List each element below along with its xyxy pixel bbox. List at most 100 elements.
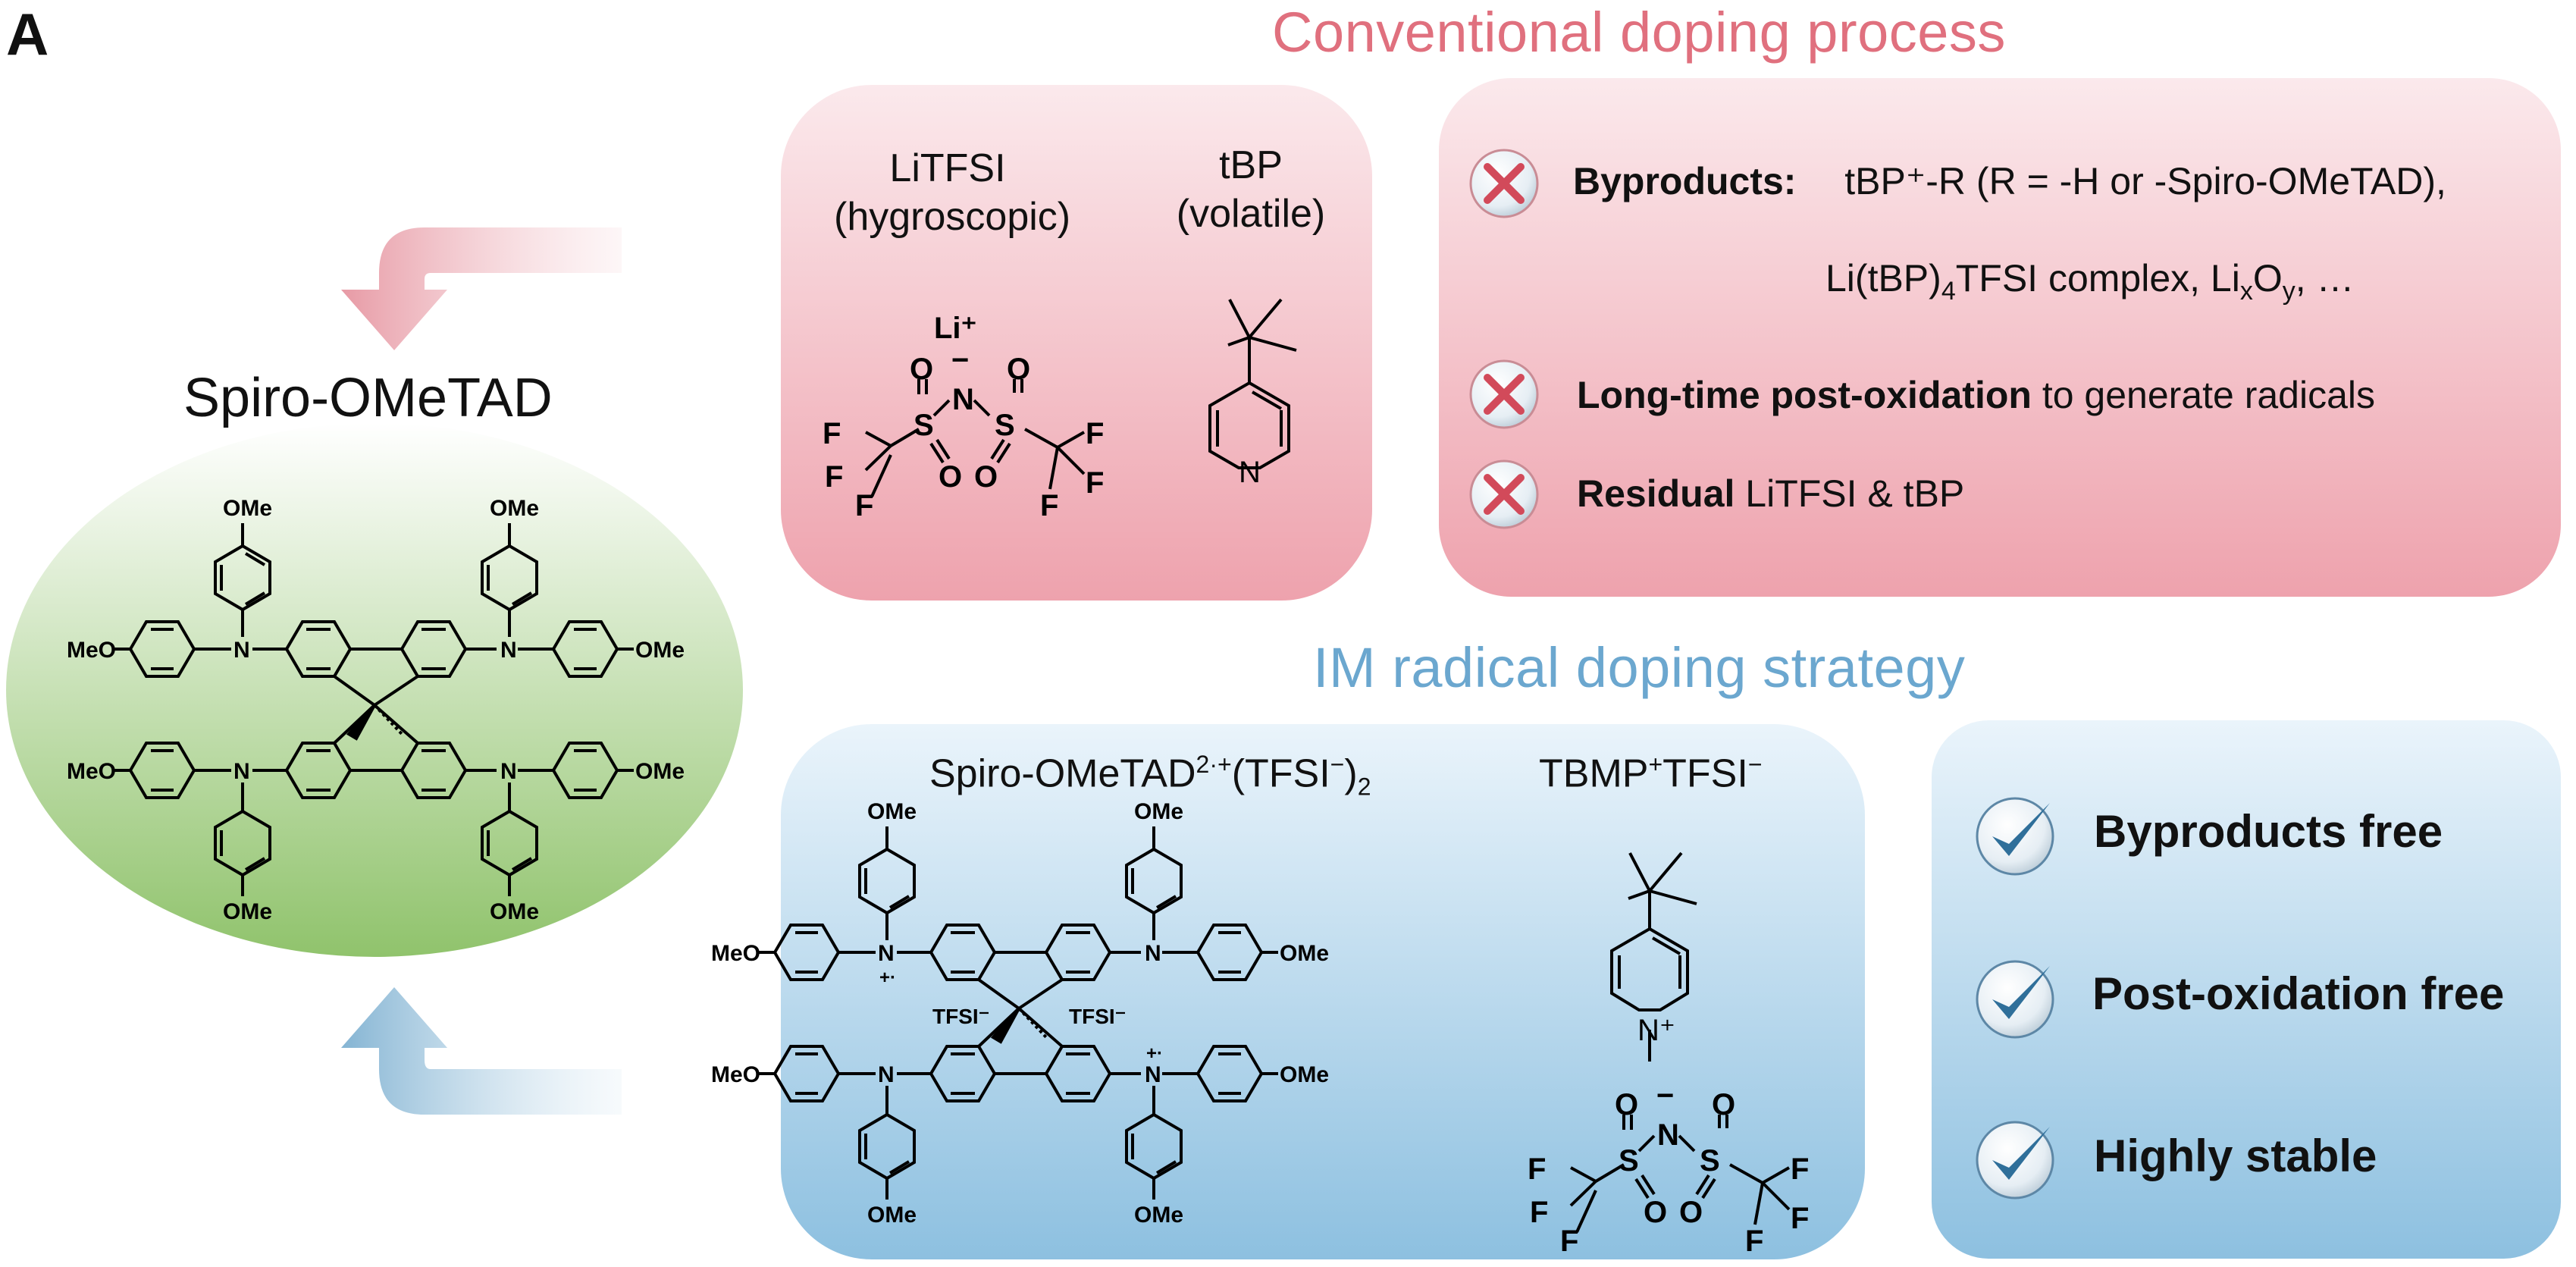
litfsi-o1: O: [910, 353, 933, 386]
litfsi-structure: [864, 379, 1086, 497]
spiro-title: Spiro-OMeTAD: [183, 368, 553, 428]
residual-rest: LiTFSI & tBP: [1735, 472, 1965, 515]
spiro-meo-left-top: MeO: [67, 638, 116, 663]
tbmp-tfsi-minus: −: [1656, 1079, 1674, 1112]
radical-ome-4: OMe: [1280, 1062, 1329, 1087]
tbmp-tfsi-structure: [1569, 1115, 1791, 1233]
post-oxidation-bold: Long-time post-oxidation: [1577, 374, 2032, 416]
radical-n-4: N: [1145, 1062, 1161, 1087]
byproducts-text2a: Li(tBP): [1825, 257, 1941, 300]
conventional-title: Conventional doping process: [1272, 1, 2006, 64]
byproducts-label: Byproducts:: [1573, 160, 1797, 202]
spiro-n-bl: N: [233, 759, 250, 784]
benefit-post-oxidation-free: Post-oxidation free: [2092, 968, 2505, 1019]
tbmp-tfsi-f6: F: [1745, 1225, 1763, 1258]
spiro-ome-right-bottom: OMe: [635, 759, 685, 784]
byproducts-end: , …: [2295, 257, 2355, 300]
tbp-structure: [1208, 298, 1297, 469]
litfsi-f5: F: [1086, 466, 1104, 500]
radical-label-tail: (TFSI: [1231, 751, 1330, 796]
cross-icon-residual: [1469, 459, 1539, 529]
litfsi-s2: S: [995, 409, 1015, 442]
radical-cation-mark-1: +·: [879, 967, 896, 988]
byproducts-line1: Byproducts: tBP⁺-R (R = -H or -Spiro-OMe…: [1573, 159, 2446, 203]
litfsi-f2: F: [825, 460, 843, 494]
tfsi-ion-right: TFSI⁻: [1069, 1005, 1126, 1028]
tbmp-tfsi-f5: F: [1791, 1202, 1809, 1235]
red-reagent-box: [781, 85, 1372, 601]
byproducts-text1: tBP⁺-R (R = -H or -Spiro-OMeTAD),: [1844, 160, 2446, 202]
radical-label-sub: 2: [1357, 773, 1371, 801]
litfsi-label: LiTFSI (hygroscopic): [834, 146, 1071, 240]
spiro-ellipse: [6, 423, 743, 957]
tbmp-tfsi-s2: S: [1700, 1144, 1720, 1178]
spiro-meo-left-bottom: MeO: [67, 759, 116, 784]
benefit-byproducts-free: Byproducts free: [2094, 806, 2443, 857]
spiro-ome-top-left: OMe: [223, 496, 272, 521]
tbmp-tfsi-o2: O: [1644, 1196, 1667, 1229]
im-strategy-title: IM radical doping strategy: [1313, 636, 1966, 699]
litfsi-cation: Li⁺: [934, 312, 977, 345]
residual-line: Residual LiTFSI & tBP: [1577, 472, 1964, 516]
litfsi-note: (hygroscopic): [834, 195, 1071, 239]
litfsi-o4: O: [974, 460, 998, 494]
residual-bold: Residual: [1577, 472, 1735, 515]
tbmp-label-mid: TFSI: [1662, 751, 1748, 796]
byproducts-o: O: [2252, 257, 2283, 300]
spiro-radical-structure: [758, 826, 1278, 1200]
tbmp-tfsi-n: N: [1657, 1118, 1679, 1152]
byproducts-text2b: TFSI complex, Li: [1955, 257, 2240, 300]
cross-icon-byproducts: [1469, 149, 1539, 218]
tbmp-tfsi-f2: F: [1530, 1196, 1548, 1229]
tbp-name: tBP: [1219, 143, 1283, 187]
radical-meo-2: MeO: [711, 1062, 760, 1087]
byproducts-line2: Li(tBP)4TFSI complex, LixOy, …: [1825, 256, 2355, 306]
litfsi-s1: S: [914, 409, 934, 442]
spiro-ome-bottom-right: OMe: [490, 899, 539, 924]
radical-ome-2: OMe: [1134, 799, 1183, 824]
tbmp-tfsi-f1: F: [1528, 1153, 1546, 1186]
litfsi-f6: F: [1040, 489, 1058, 522]
check-icon-stable: [1976, 1121, 2054, 1200]
radical-n-2: N: [1145, 941, 1161, 966]
spiro-n-br: N: [500, 759, 517, 784]
tbmp-tfsi-o3: O: [1712, 1088, 1735, 1121]
litfsi-f3: F: [855, 489, 873, 522]
radical-n-3: N: [878, 1062, 895, 1087]
tbmp-label-sup1: +: [1648, 751, 1663, 778]
radical-ome-5: OMe: [867, 1203, 917, 1228]
tbmp-label: TBMP+TFSI−: [1539, 751, 1763, 796]
return-arrow-red: [341, 227, 622, 350]
check-icon-byproducts: [1976, 797, 2054, 876]
tbmp-tfsi-f4: F: [1791, 1153, 1809, 1186]
tbp-label: tBP (volatile): [1160, 143, 1342, 237]
litfsi-f4: F: [1086, 417, 1104, 450]
tbmp-tfsi-o4: O: [1679, 1196, 1703, 1229]
litfsi-f1: F: [823, 417, 841, 450]
tbmp-n-plus: N⁺: [1637, 1014, 1675, 1047]
byproducts-subx: x: [2239, 277, 2253, 306]
tbmp-tfsi-o1: O: [1615, 1088, 1638, 1121]
tbmp-tfsi-s1: S: [1619, 1144, 1639, 1178]
byproducts-suby: y: [2282, 277, 2296, 306]
radical-label-end: ): [1344, 751, 1358, 796]
post-oxidation-rest: to generate radicals: [2031, 374, 2375, 416]
check-icon-post-oxidation: [1976, 960, 2054, 1039]
litfsi-o3: O: [1007, 353, 1030, 386]
litfsi-minus: −: [951, 343, 969, 377]
radical-n-1: N: [878, 941, 895, 966]
radical-cation-mark-2: +·: [1146, 1043, 1163, 1064]
blue-reagent-box: [781, 724, 1865, 1259]
radical-ome-3: OMe: [1280, 941, 1329, 966]
tbmp-structure: [1610, 851, 1697, 1062]
litfsi-n: N: [952, 383, 974, 416]
radical-label-tail-sup: −: [1330, 751, 1345, 778]
radical-ome-1: OMe: [867, 799, 917, 824]
tbp-n: N: [1239, 456, 1261, 489]
cross-icon-post-oxidation: [1469, 359, 1539, 429]
red-drawbacks-box: [1439, 78, 2561, 597]
spiro-ome-right-top: OMe: [635, 638, 685, 663]
radical-label-main: Spiro-OMeTAD: [929, 751, 1196, 796]
radical-ome-6: OMe: [1134, 1203, 1183, 1228]
